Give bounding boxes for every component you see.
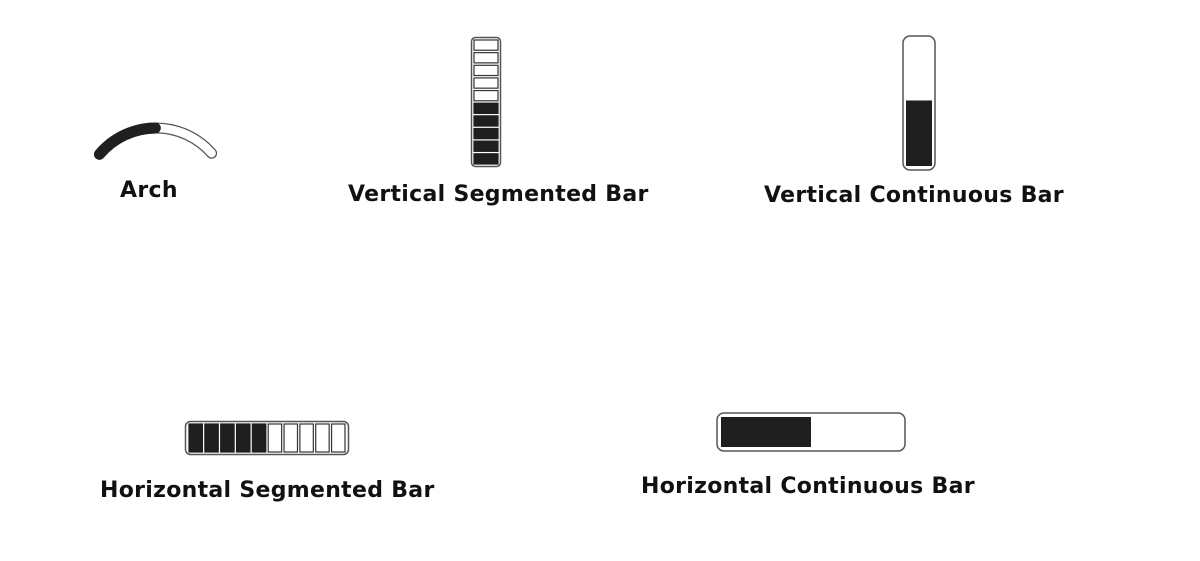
vertical-segmented-bar-label: Vertical Segmented Bar: [348, 182, 649, 207]
horizontal-segment: [330, 423, 346, 453]
horizontal-segmented-bar: [184, 420, 350, 456]
vertical-continuous-bar-fill: [906, 100, 932, 166]
horizontal-continuous-bar-label: Horizontal Continuous Bar: [641, 474, 975, 499]
vertical-segmented-bar-graphic: [470, 36, 502, 168]
arch-gauge-graphic: [93, 122, 218, 160]
vertical-segment: [473, 89, 499, 102]
vertical-segment: [473, 64, 499, 77]
horizontal-segmented-bar-graphic: [184, 420, 350, 456]
horizontal-segmented-bar-label: Horizontal Segmented Bar: [100, 478, 435, 503]
horizontal-segment: [235, 423, 251, 453]
vertical-segment: [473, 52, 499, 64]
vertical-continuous-bar-label: Vertical Continuous Bar: [764, 183, 1064, 208]
vertical-segment: [473, 153, 499, 165]
arch-label: Arch: [120, 178, 178, 203]
horizontal-segment: [188, 423, 204, 453]
vertical-segment: [473, 127, 499, 140]
vertical-continuous-bar-graphic: [902, 35, 936, 171]
vertical-segment: [473, 39, 499, 51]
horizontal-segment: [299, 423, 314, 453]
horizontal-segment: [283, 423, 299, 453]
vertical-segment: [473, 140, 499, 152]
arch-fill: [93, 122, 161, 160]
vertical-segment: [473, 102, 499, 115]
horizontal-segment: [204, 423, 219, 453]
horizontal-segment: [315, 423, 330, 453]
horizontal-continuous-bar-graphic: [716, 412, 906, 452]
vertical-continuous-bar: [901, 34, 937, 172]
horizontal-segment: [267, 423, 283, 453]
horizontal-continuous-bar-fill: [721, 417, 811, 447]
vertical-segment: [473, 77, 499, 89]
arch-gauge: [78, 70, 234, 160]
horizontal-continuous-bar: [715, 411, 907, 453]
horizontal-segment: [251, 423, 267, 453]
vertical-segmented-bar: [470, 36, 502, 168]
vertical-segment: [473, 115, 499, 127]
horizontal-segment: [220, 423, 235, 453]
